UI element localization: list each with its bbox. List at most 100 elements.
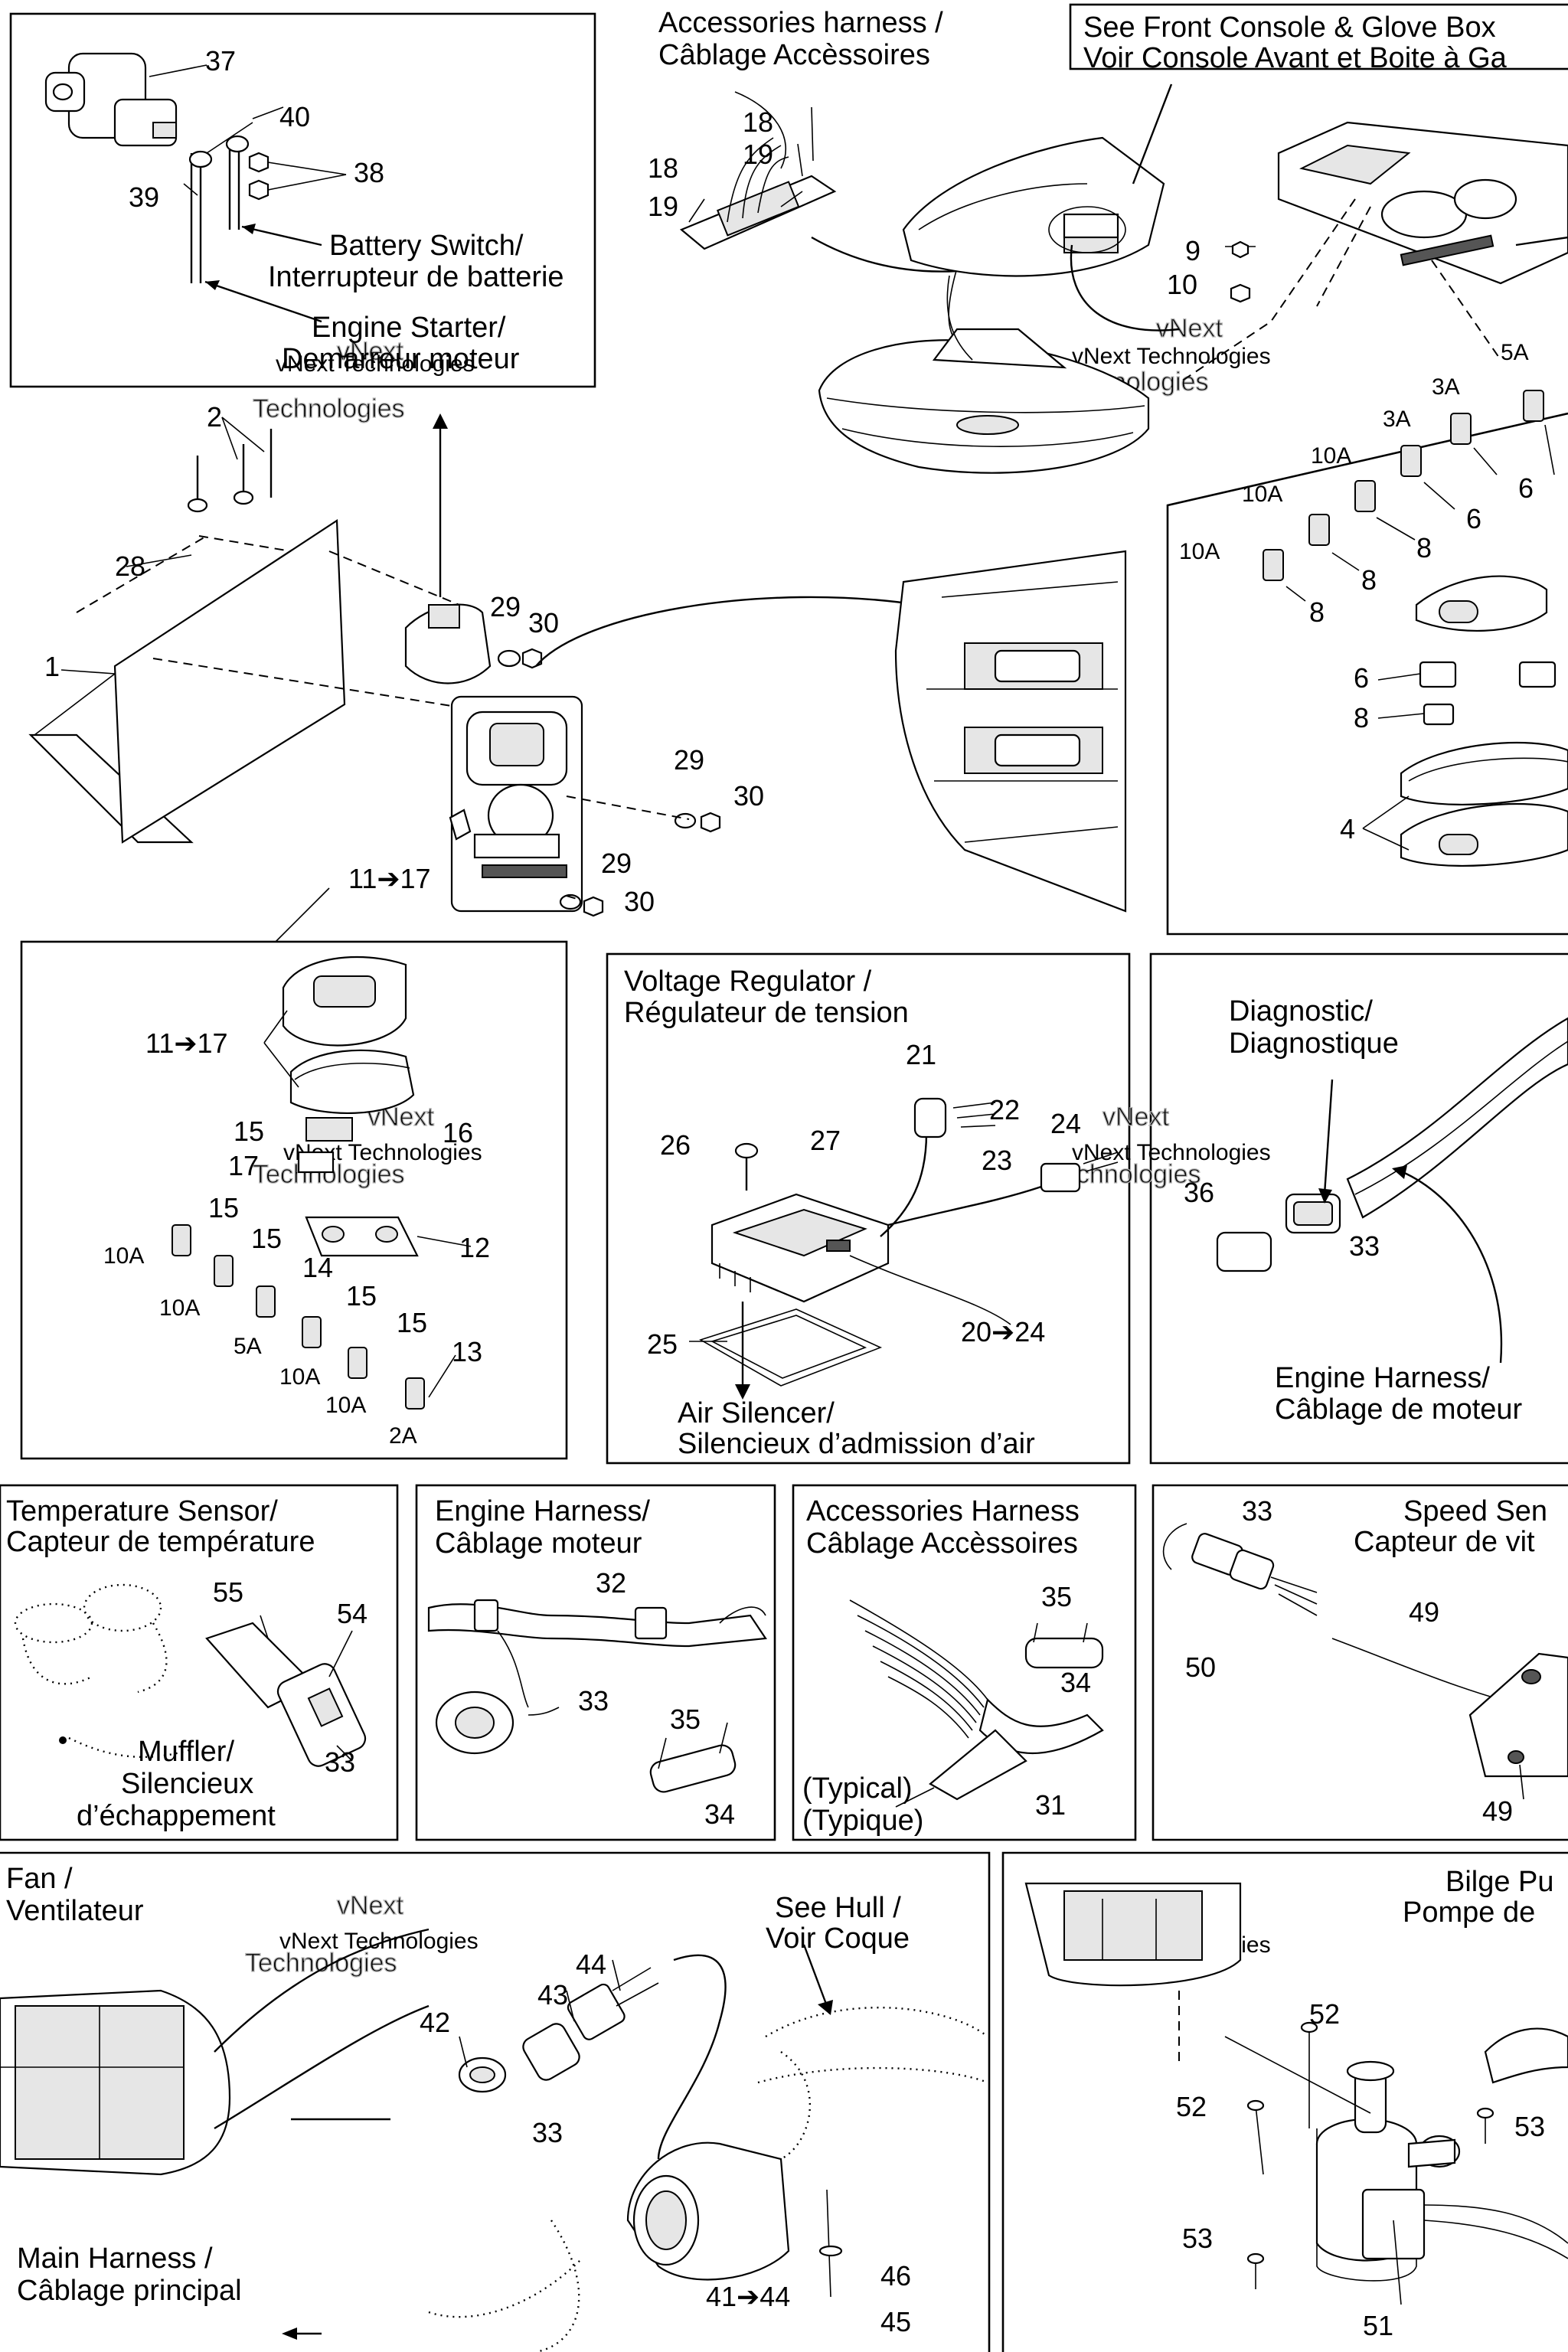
engine-harness-right-label-fr: Câblage de moteur — [1275, 1393, 1523, 1426]
fuse-box-callouts: 11➔17 15 16 17 15 15 12 14 15 15 13 10A … — [103, 1027, 490, 1449]
engine-harness-mid-callouts: Engine Harness/ Câblage moteur 32 33 35 … — [435, 1495, 735, 1830]
callout-23: 23 — [982, 1145, 1012, 1176]
bilge-pump-illustration — [1024, 1882, 1568, 2305]
callout-14: 14 — [302, 1252, 333, 1283]
accessories-harness-mid-label-fr: Câblage Accèssoires — [806, 1527, 1078, 1560]
callout-2: 2 — [207, 401, 222, 433]
voltage-regulator-label-fr: Régulateur de tension — [624, 997, 909, 1029]
callout-39: 39 — [129, 181, 159, 213]
callout-40: 40 — [279, 101, 310, 132]
callout-17: 17 — [228, 1150, 259, 1181]
callout-37: 37 — [205, 45, 236, 77]
muffler-label-fr-2: d’échappement — [77, 1800, 276, 1832]
callout-34-a: 34 — [704, 1798, 735, 1830]
battery-switch-illustration — [44, 52, 347, 323]
callout-6-b: 6 — [1466, 503, 1481, 534]
callout-24: 24 — [1050, 1108, 1081, 1139]
callout-19-a: 19 — [743, 139, 773, 170]
temperature-sensor-label-en: Temperature Sensor/ — [6, 1495, 278, 1527]
callout-33-c: 33 — [578, 1685, 609, 1717]
callout-fuse-10a-c: 10A — [1179, 539, 1220, 564]
callout-6-c: 6 — [1354, 662, 1369, 694]
callout-10: 10 — [1167, 269, 1197, 300]
callout-53-b: 53 — [1182, 2223, 1213, 2254]
callout-4: 4 — [1340, 813, 1355, 844]
callout-45: 45 — [880, 2306, 911, 2337]
callout-33-b: 33 — [325, 1746, 355, 1778]
callout-fuse-5a: 5A — [1501, 340, 1529, 365]
callout-25: 25 — [647, 1328, 678, 1360]
callout-21: 21 — [906, 1039, 936, 1070]
accessories-harness-mid-callouts: Accessories Harness Câblage Accèssoires … — [802, 1495, 1091, 1837]
callout-26: 26 — [660, 1129, 691, 1161]
callout-8-c: 8 — [1309, 596, 1325, 628]
speed-sensor-label-fr: Capteur de vit — [1354, 1526, 1535, 1558]
battery-switch-callouts: 37 40 38 39 Battery Switch/ Interrupteur… — [129, 45, 564, 375]
see-front-console-label-en: See Front Console & Glove Box — [1083, 11, 1496, 44]
typical-label-en: (Typical) — [802, 1772, 913, 1805]
callout-15-a: 15 — [234, 1116, 264, 1147]
temperature-sensor-label-fr: Capteur de température — [6, 1526, 315, 1558]
callout-41-44: 41➔44 — [706, 2281, 790, 2312]
air-silencer-label-en: Air Silencer/ — [678, 1397, 835, 1429]
diagnostic-label-en: Diagnostic/ — [1229, 995, 1373, 1027]
fuse-panel-right-illustration — [1263, 390, 1568, 867]
watermark-small-2: vNext Technologies — [1072, 344, 1271, 369]
see-hull-label-en: See Hull / — [775, 1892, 901, 1924]
callout-11-17-b: 11➔17 — [145, 1027, 228, 1059]
callout-29-b: 29 — [674, 744, 704, 776]
callout-42: 42 — [420, 2007, 450, 2038]
fan-label-en: Fan / — [6, 1863, 73, 1895]
callout-34-b: 34 — [1060, 1667, 1091, 1698]
callout-53-a: 53 — [1514, 2111, 1545, 2142]
watermark-small-1: vNext Technologies — [276, 351, 475, 377]
fan-illustration — [0, 1928, 988, 2352]
engine-harness-right-label-en: Engine Harness/ — [1275, 1362, 1490, 1394]
voltage-regulator-illustration — [689, 1097, 1119, 1400]
bilge-pump-callouts: Bilge Pu Pompe de 52 52 53 53 51 — [1176, 1866, 1554, 2341]
callout-44: 44 — [576, 1949, 606, 1980]
callout-9: 9 — [1185, 235, 1200, 266]
speed-sensor-illustration — [1162, 1523, 1568, 1800]
callout-11-17-a: 11➔17 — [348, 863, 431, 894]
watermark-technologies-5: Technologies — [245, 1949, 397, 1978]
callout-fuse-10a-a: 10A — [1311, 443, 1351, 469]
callout-30-a: 30 — [528, 607, 559, 639]
callout-fuse-b-5a: 5A — [234, 1334, 262, 1359]
watermark-vnext-5: vNext — [337, 1891, 403, 1920]
accessories-harness-top-callouts: Accessories harness / Câblage Accèssoire… — [648, 7, 943, 222]
accessories-harness-mid-illustration — [849, 1599, 1104, 1808]
bilge-pump-label-en: Bilge Pu — [1446, 1866, 1554, 1898]
callout-29-a: 29 — [490, 591, 521, 622]
callout-49-a: 49 — [1409, 1596, 1439, 1628]
temperature-sensor-callouts: Temperature Sensor/ Capteur de températu… — [6, 1495, 368, 1832]
callout-15-e: 15 — [397, 1307, 427, 1338]
callout-18-a: 18 — [743, 106, 773, 138]
callout-fuse-3a-a: 3A — [1432, 374, 1460, 400]
callout-50: 50 — [1185, 1651, 1216, 1683]
callout-52-b: 52 — [1176, 2091, 1207, 2122]
callout-52-a: 52 — [1309, 1998, 1340, 2030]
see-hull-label-fr: Voir Coque — [766, 1922, 910, 1955]
main-harness-label-en: Main Harness / — [17, 2243, 213, 2275]
callout-22: 22 — [989, 1094, 1020, 1125]
callout-30-c: 30 — [624, 886, 655, 917]
callout-46: 46 — [880, 2260, 911, 2292]
fuse-panel-right-callouts: 5A 3A 3A 10A 10A 10A 6 6 8 8 8 6 8 4 — [1179, 340, 1534, 851]
diagnostic-illustration — [1216, 1017, 1568, 1364]
callout-1: 1 — [44, 651, 60, 682]
battery-switch-label-en: Battery Switch/ — [329, 230, 524, 262]
engine-starter-label-en: Engine Starter/ — [312, 312, 506, 344]
callout-49-b: 49 — [1482, 1795, 1513, 1827]
callout-18-b: 18 — [648, 152, 678, 184]
muffler-label-fr-1: Silencieux — [121, 1768, 253, 1800]
watermark-vnext-1: vNext — [337, 337, 403, 366]
bilge-pump-label-fr: Pompe de — [1403, 1896, 1535, 1929]
diagnostic-callouts: Diagnostic/ Diagnostique 36 33 Engine Ha… — [1184, 995, 1523, 1426]
accessories-harness-top-label-en: Accessories harness / — [658, 7, 943, 39]
console-callouts: See Front Console & Glove Box Voir Conso… — [1083, 11, 1568, 300]
callout-16: 16 — [443, 1117, 473, 1148]
diagnostic-label-fr: Diagnostique — [1229, 1027, 1399, 1060]
fan-label-fr: Ventilateur — [6, 1895, 144, 1927]
